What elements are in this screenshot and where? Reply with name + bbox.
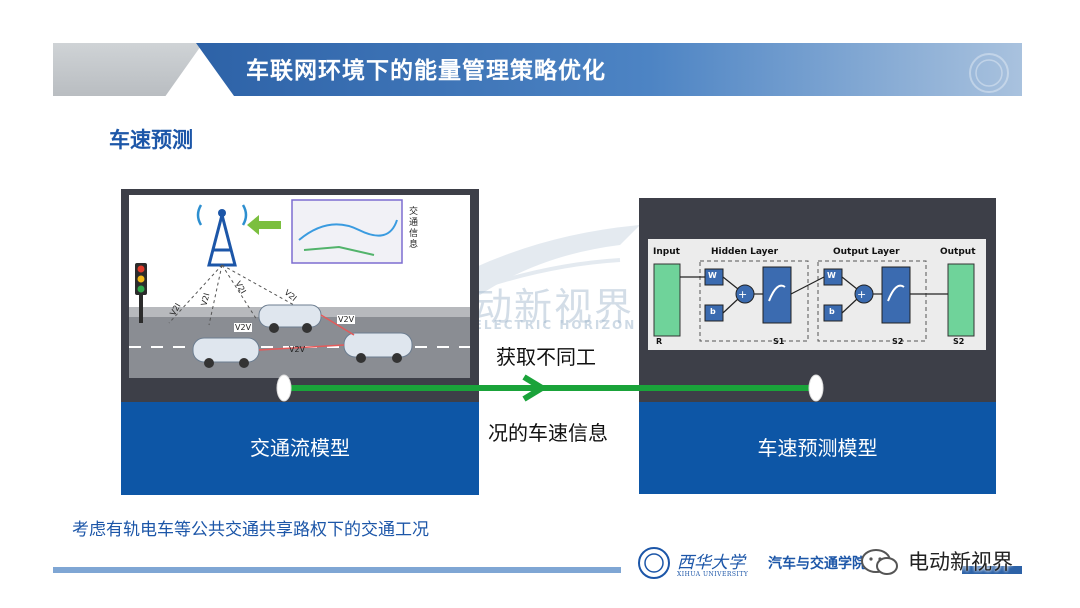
traffic-scene-image: 交通信息 V2I V2I V2I V2I V2V V2V V2V (129, 195, 470, 378)
flow-arrow (276, 374, 824, 402)
nn-bias-label: b (829, 307, 835, 316)
header-banner (196, 43, 1022, 96)
wechat-account-name: 电动新视界 (908, 550, 1013, 574)
wechat-icon (861, 549, 898, 575)
slide-title: 车联网环境下的能量管理策略优化 (246, 58, 606, 84)
link-label: V2V (234, 323, 253, 332)
nn-s2-label: S2 (892, 337, 904, 346)
nn-r-label: R (656, 337, 663, 346)
traffic-flow-block (121, 402, 479, 495)
nn-input-label: Input (653, 247, 680, 257)
header-banner-left (53, 43, 203, 96)
watermark-subtext: NEW ELECTRIC HORIZON (430, 318, 637, 332)
nn-output-layer-label: Output Layer (833, 247, 900, 257)
college-name: 汽车与交通学院 (768, 556, 866, 572)
university-name-cn: 西华大学 (677, 553, 745, 573)
arrow-caption-line2: 况的车速信息 (488, 421, 608, 445)
university-name-en: XIHUA UNIVERSITY (677, 571, 749, 578)
link-label: V2V (289, 345, 306, 354)
svg-text:+: + (857, 288, 866, 301)
svg-text:+: + (738, 288, 747, 301)
nn-weight-label: W (827, 271, 836, 280)
traffic-scene-illustration (129, 199, 470, 378)
map-caption: 交通信息 (409, 207, 419, 250)
nn-bias-label: b (710, 307, 716, 316)
nn-s1-label: S1 (773, 337, 785, 346)
section-title: 车速预测 (109, 128, 193, 152)
neural-network-illustration: + + (653, 260, 975, 342)
speed-prediction-label: 车速预测模型 (757, 436, 878, 460)
nn-weight-label: W (708, 271, 717, 280)
university-seal-icon (638, 547, 670, 579)
nn-hidden-label: Hidden Layer (711, 247, 779, 257)
arrow-caption-line1: 获取不同工 (496, 345, 596, 369)
traffic-flow-label: 交通流模型 (250, 436, 350, 460)
university-seal-icon (969, 53, 1009, 93)
footnote: 考虑有轨电车等公共交通共享路权下的交通工况 (72, 520, 429, 540)
nn-s2-output-label: S2 (953, 337, 965, 346)
speed-prediction-block (639, 402, 996, 494)
nn-output-label: Output (940, 247, 976, 257)
footer-bar (53, 567, 621, 573)
neural-network-diagram: + + Input Hidden Layer Output Layer Outp… (648, 239, 986, 350)
link-label: V2V (337, 315, 356, 324)
footer-bar-right (962, 566, 1022, 574)
